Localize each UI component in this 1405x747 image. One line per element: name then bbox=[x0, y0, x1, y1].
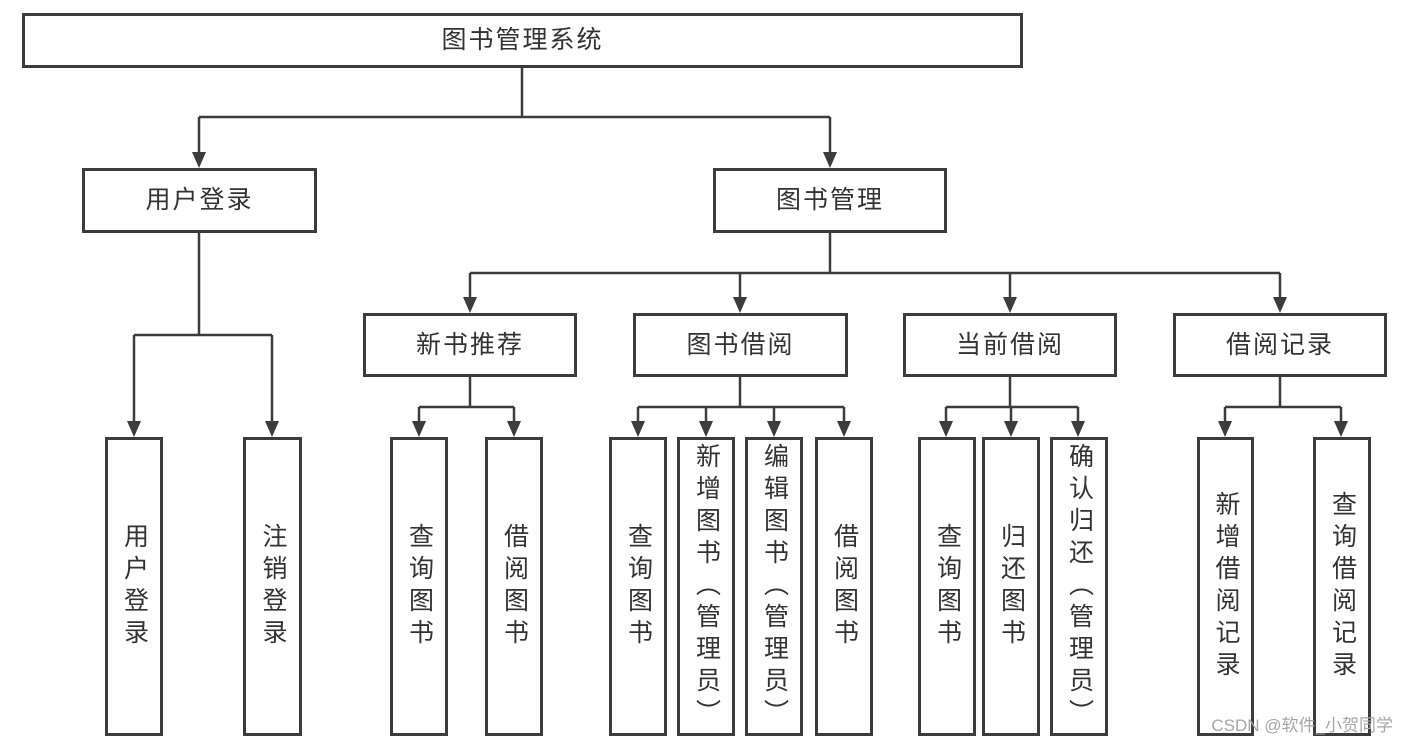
leaf-borrow-books-recommend: 借阅图书 bbox=[485, 437, 543, 736]
node-label: 用户登录 bbox=[145, 186, 254, 214]
node-book-borrow: 图书借阅 bbox=[633, 313, 848, 377]
node-label: 新书推荐 bbox=[415, 330, 524, 359]
leaf-confirm-return-admin: 确认归还（管理员） bbox=[1050, 437, 1108, 736]
leaf-label: 查询图书 bbox=[624, 522, 653, 651]
leaf-label: 注销登录 bbox=[259, 522, 287, 651]
leaf-label: 借阅图书 bbox=[500, 522, 529, 651]
leaf-query-books-borrow: 查询图书 bbox=[609, 437, 667, 736]
leaf-label: 借阅图书 bbox=[830, 522, 859, 651]
leaf-borrow-books: 借阅图书 bbox=[815, 437, 873, 736]
node-label: 借阅记录 bbox=[1225, 330, 1334, 359]
leaf-label: 确认归还（管理员） bbox=[1065, 442, 1094, 731]
leaf-label: 查询图书 bbox=[933, 522, 962, 651]
leaf-label: 用户登录 bbox=[120, 522, 149, 651]
node-user-login: 用户登录 bbox=[82, 168, 317, 233]
leaf-logout: 注销登录 bbox=[243, 437, 302, 736]
leaf-edit-books-admin: 编辑图书（管理员） bbox=[745, 437, 803, 736]
leaf-user-login: 用户登录 bbox=[105, 437, 163, 736]
leaf-query-books-recommend: 查询图书 bbox=[390, 437, 448, 736]
node-label: 图书借阅 bbox=[686, 330, 795, 359]
node-label: 图书管理系统 bbox=[441, 26, 604, 54]
leaf-label: 新增图书（管理员） bbox=[692, 442, 721, 731]
node-book-management: 图书管理 bbox=[713, 168, 947, 233]
csdn-watermark: CSDN @软件_小贺同学 bbox=[1211, 716, 1393, 735]
leaf-return-books: 归还图书 bbox=[982, 437, 1040, 736]
leaf-query-borrow-record: 查询借阅记录 bbox=[1313, 437, 1371, 736]
node-new-book-recommend: 新书推荐 bbox=[363, 313, 577, 377]
leaf-label: 查询借阅记录 bbox=[1328, 490, 1357, 683]
leaf-add-borrow-record: 新增借阅记录 bbox=[1197, 437, 1254, 736]
node-current-borrow: 当前借阅 bbox=[903, 313, 1117, 377]
node-label: 图书管理 bbox=[775, 186, 884, 214]
leaf-label: 查询图书 bbox=[405, 522, 434, 651]
leaf-add-books-admin: 新增图书（管理员） bbox=[677, 437, 735, 736]
node-borrow-records: 借阅记录 bbox=[1173, 313, 1387, 377]
node-label: 当前借阅 bbox=[955, 330, 1064, 359]
leaf-label: 新增借阅记录 bbox=[1212, 490, 1240, 683]
arrowhead-icons bbox=[127, 152, 1348, 437]
leaf-label: 编辑图书（管理员） bbox=[760, 442, 789, 731]
leaf-label: 归还图书 bbox=[997, 522, 1026, 651]
node-library-management-system: 图书管理系统 bbox=[22, 13, 1023, 68]
leaf-query-books-current: 查询图书 bbox=[918, 437, 976, 736]
